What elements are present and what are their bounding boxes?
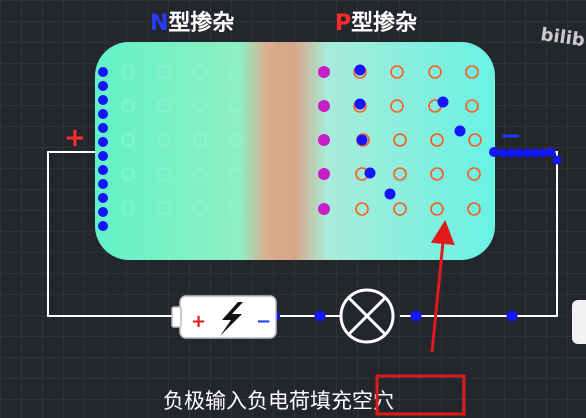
right-terminal-minus: −	[500, 121, 522, 151]
p-type-title: P型掺杂	[335, 10, 417, 36]
ion-column	[318, 66, 330, 215]
battery-plus-label: +	[191, 311, 206, 332]
left-terminal-plus: +	[64, 123, 86, 153]
lamp-icon	[339, 288, 395, 344]
pointer-arrow	[430, 220, 455, 353]
edge-panel	[572, 300, 586, 344]
semiconductor-slab	[95, 42, 495, 260]
wire-left	[47, 151, 185, 317]
n-edge-electrons	[98, 67, 108, 231]
lightning-icon	[220, 302, 243, 336]
n-title-suffix: 型掺杂	[168, 10, 234, 36]
caption-text: 负极输入负电荷填充空穴	[163, 389, 394, 413]
highlight-box	[375, 374, 466, 416]
p-free-electrons	[354, 64, 466, 200]
battery-cap	[171, 306, 182, 328]
p-letter: P	[335, 11, 351, 36]
n-letter: N	[150, 11, 168, 36]
battery: + −	[171, 295, 277, 339]
battery-minus-label: −	[256, 311, 271, 332]
n-type-title: N型掺杂	[150, 10, 234, 36]
n-lattice	[121, 65, 243, 215]
p-title-suffix: 型掺杂	[351, 10, 417, 36]
incoming-electrons	[489, 147, 562, 165]
